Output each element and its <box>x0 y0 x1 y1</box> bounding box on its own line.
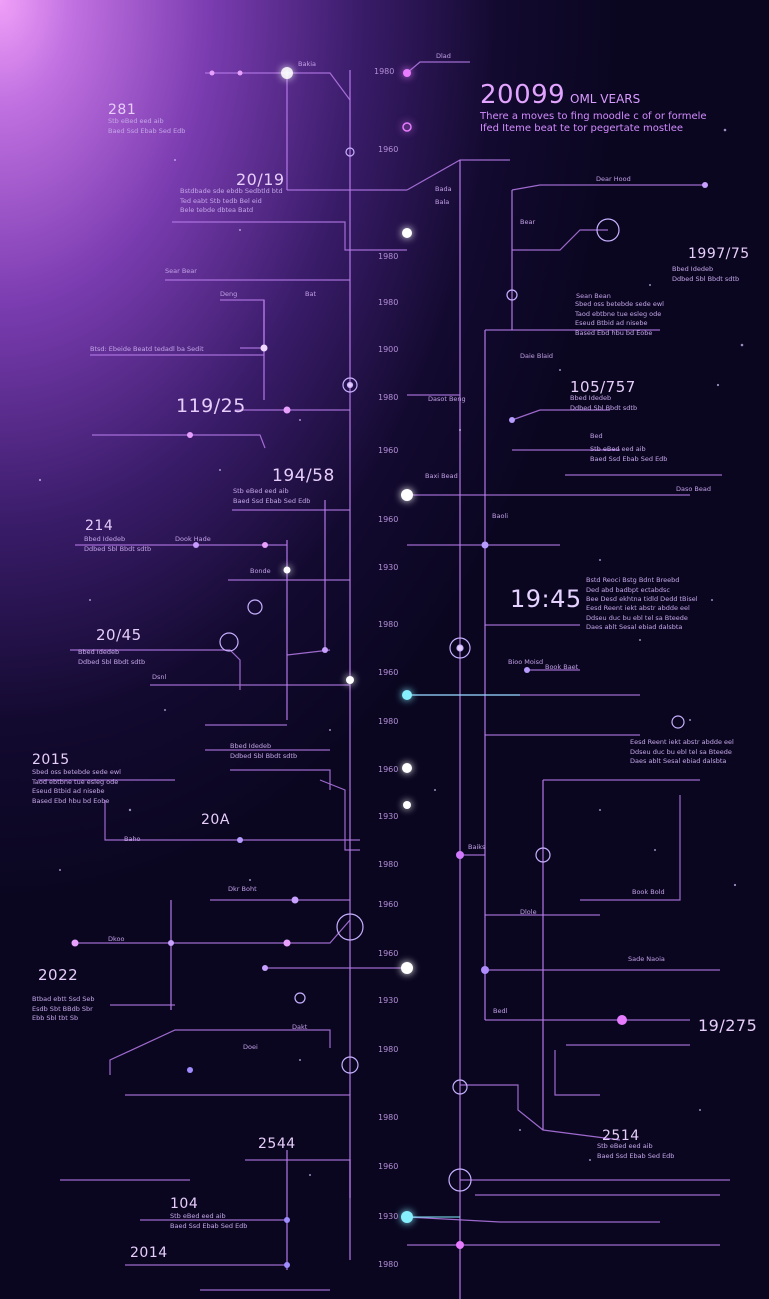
description-block: Stb eBed eed aib Baed Ssd Ebab Sed Edb <box>108 117 186 135</box>
axis-tick: 1960 <box>378 668 399 677</box>
node-label: Bakia <box>298 60 316 68</box>
year-label: 1997/75 <box>688 246 750 262</box>
node-label: Daso Bead <box>676 485 711 493</box>
node-label: Dlole <box>520 908 537 916</box>
node-label: Doei <box>243 1043 258 1051</box>
axis-tick: 1980 <box>378 717 399 726</box>
node-label: Bed <box>590 432 603 440</box>
year-label: 119/25 <box>176 395 246 417</box>
year-label: 2544 <box>258 1136 296 1152</box>
node-label: Dook Hade <box>175 535 211 543</box>
year-label: 20A <box>201 812 230 828</box>
node-label: Book Baet <box>545 663 579 671</box>
description-block: Stb eBed eed aib Baed Ssd Ebab Sed Edb <box>233 487 311 505</box>
axis-tick: 1960 <box>378 1162 399 1171</box>
header-title-suffix: OML VEARS <box>570 92 641 106</box>
node-label: Daie Blaid <box>520 352 554 360</box>
axis-tick: 1960 <box>378 145 399 154</box>
description-block: Bbed Idedeb Ddbed Sbl Bbdt sdtb <box>84 535 152 553</box>
header-subtitle-1: There a moves to fing moodle c of or for… <box>480 111 707 122</box>
axis-tick: 1930 <box>378 812 399 821</box>
node-label: Dasot Beng <box>428 395 466 403</box>
node-label: Bat <box>305 290 316 298</box>
header-title: 20099 <box>480 80 566 110</box>
year-label: 214 <box>85 518 114 534</box>
description-block: Stb eBed eed aib Baed Ssd Ebab Sed Edb <box>597 1142 675 1160</box>
axis-tick: 1980 <box>378 860 399 869</box>
year-label: 2514 <box>602 1128 640 1144</box>
axis-tick: 1980 <box>378 620 399 629</box>
branch-dots <box>71 70 708 1268</box>
star-field <box>38 128 744 1176</box>
description-block: Eesd Reent iekt abstr abdde eel Ddseu du… <box>630 738 734 765</box>
description-block: Btsd: Ebeide Beatd tedadl ba Sedit <box>90 345 204 353</box>
axis-tick: 1930 <box>378 996 399 1005</box>
axis-tick: 1980 <box>378 1045 399 1054</box>
axis-nodes <box>281 67 413 1223</box>
description-block: Sbed oss betebde sede ewl Taod ebtbne tu… <box>575 300 664 337</box>
ring-markers <box>219 147 685 1192</box>
description-block: Btbad ebtt Ssd Seb Esdb Sbt BBdb Sbr Ebb… <box>32 995 95 1022</box>
axis-tick: 1980 <box>378 1260 399 1269</box>
node-label: Bear <box>520 218 536 226</box>
description-block: Bstdbade sde ebdb Sedbtld btd Ted eabt S… <box>180 187 283 214</box>
year-label: 2015 <box>32 752 70 768</box>
node-label: Dsnl <box>152 673 167 681</box>
description-block: Bbed Idedeb Ddbed Sbl Bbdt sdtb <box>230 742 298 760</box>
description-block: Bbed Idedeb Ddbed Sbl Bbdt sdtb <box>570 394 638 412</box>
description-block: Bstd Reoci Bstg Bdnt Breebd Ded abd badb… <box>586 576 698 603</box>
node-label: Book Bold <box>632 888 665 896</box>
node-label: Bada <box>435 185 452 193</box>
node-label: Dakt <box>292 1023 308 1031</box>
description-block: Stb eBed eed aib Baed Ssd Ebab Sed Edb <box>170 1212 248 1230</box>
node-label: Sean Bean <box>576 292 611 300</box>
node-label: Bedl <box>493 1007 508 1015</box>
axis-tick: 1930 <box>378 1212 399 1221</box>
axis-tick: 1960 <box>378 949 399 958</box>
node-label: Baho <box>124 835 141 843</box>
axis-tick: 1980 <box>378 1113 399 1122</box>
node-label: Deng <box>220 290 238 298</box>
year-label: 194/58 <box>272 466 335 486</box>
description-block: Stb eBed eed aib Baed Ssd Ebab Sed Edb <box>590 445 668 463</box>
node-label: Sear Bear <box>165 267 197 275</box>
axis-tick: 1980 <box>378 252 399 261</box>
axis-tick: 1900 <box>378 345 399 354</box>
node-label: Sade Naoia <box>628 955 665 963</box>
description-block: Bbed Idedeb Ddbed Sbl Bbdt sdtb <box>78 648 146 666</box>
year-label: 20/19 <box>236 170 285 189</box>
node-label: Dkr Boht <box>228 885 257 893</box>
year-label: 105/757 <box>570 378 636 396</box>
axis-tick: 1960 <box>378 765 399 774</box>
node-label: Dkoo <box>108 935 125 943</box>
node-label: Baiks <box>468 843 486 851</box>
node-label: Bala <box>435 198 450 206</box>
year-label: 2014 <box>130 1245 168 1261</box>
axis-tick: 1960 <box>378 515 399 524</box>
description-block: Eesd Reent iekt abstr abdde eel Ddseu du… <box>586 604 690 631</box>
axis-tick: 1960 <box>378 446 399 455</box>
year-label: 19:45 <box>510 585 582 613</box>
year-label: 104 <box>170 1196 199 1212</box>
year-label: 2022 <box>38 966 79 984</box>
node-label: Bioo Moisd <box>508 658 544 666</box>
year-label: 19/275 <box>698 1016 758 1035</box>
year-label: 281 <box>108 102 137 118</box>
description-block: Bbed Idedeb Ddbed Sbl Bbdt sdtb <box>672 265 740 283</box>
axis-tick: 1960 <box>378 900 399 909</box>
node-label: Baoli <box>492 512 509 520</box>
node-label: Baxi Bead <box>425 472 458 480</box>
axis-tick: 1980 <box>378 298 399 307</box>
node-label: Dear Hood <box>596 175 631 183</box>
header-subtitle-2: Ifed Iteme beat te tor pegertate mostlee <box>480 123 684 134</box>
accent-lines <box>407 694 520 1218</box>
year-label: 20/45 <box>96 626 142 644</box>
axis-tick: 1980 <box>378 393 399 402</box>
description-block: Sbed oss betebde sede ewl Taod ebtbne tu… <box>32 768 121 805</box>
axis-tick: 1930 <box>378 563 399 572</box>
node-label: Dlad <box>436 52 451 60</box>
node-label: Bonde <box>250 567 271 575</box>
axis-tick: 1980 <box>374 67 395 76</box>
